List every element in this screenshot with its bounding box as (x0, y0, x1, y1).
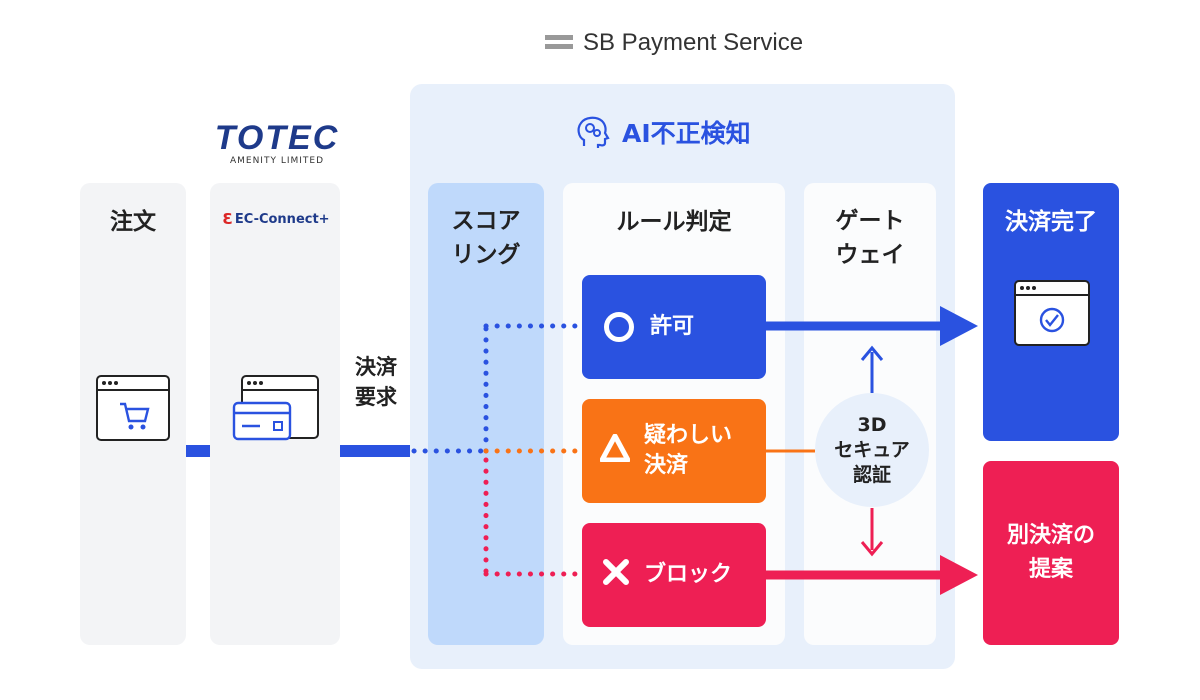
rule-title: ルール判定 (616, 209, 732, 235)
partner-logo-name: TOTEC (214, 119, 340, 157)
allow-button[interactable]: 許可 (582, 275, 766, 379)
ec-logo-label: EC-Connect+ (234, 211, 330, 227)
block-button[interactable]: ブロック (582, 523, 766, 627)
ec-logo-mark-icon: Ɛ (222, 210, 233, 228)
check-window-icon (1014, 280, 1090, 350)
suspicious-label: 疑わしい 決済 (644, 423, 733, 478)
request-link-bar (340, 445, 410, 457)
scoring-column (428, 183, 544, 645)
gateway-title: ゲート ウェイ (835, 208, 905, 268)
request-label: 決済 要求 (355, 355, 397, 409)
secure-auth-badge: 3D セキュア 認証 (815, 393, 929, 507)
alternative-payment-box: 別決済の 提案 (983, 461, 1119, 645)
shopping-cart-icon (96, 375, 170, 445)
order-link-bar (186, 445, 210, 457)
circle-icon (604, 312, 634, 342)
ai-panel-title: AI不正検知 (622, 119, 751, 148)
ec-connect-logo: Ɛ EC-Connect+ (218, 210, 334, 228)
ai-head-icon (572, 112, 612, 152)
credit-card-icon (232, 375, 320, 447)
partner-logo: TOTEC AMENITY LIMITED (212, 120, 342, 166)
order-title: 注文 (110, 209, 156, 235)
ai-panel-title-wrap: AI不正検知 (572, 112, 751, 152)
partner-logo-sub: AMENITY LIMITED (229, 156, 325, 166)
payment-complete-title: 決済完了 (1005, 209, 1097, 235)
suspicious-button[interactable]: 疑わしい 決済 (582, 399, 766, 503)
brand-name: SB Payment Service (583, 29, 804, 56)
brand-mark-icon (545, 35, 573, 51)
secure-auth-label: 3D セキュア 認証 (834, 413, 910, 486)
alternative-payment-label: 別決済の 提案 (1006, 523, 1095, 582)
triangle-icon (599, 433, 631, 468)
cross-icon (602, 558, 630, 592)
brand-header: SB Payment Service (545, 28, 803, 58)
block-label: ブロック (644, 562, 733, 587)
scoring-title: スコア リング (451, 208, 521, 268)
allow-label: 許可 (650, 314, 695, 339)
